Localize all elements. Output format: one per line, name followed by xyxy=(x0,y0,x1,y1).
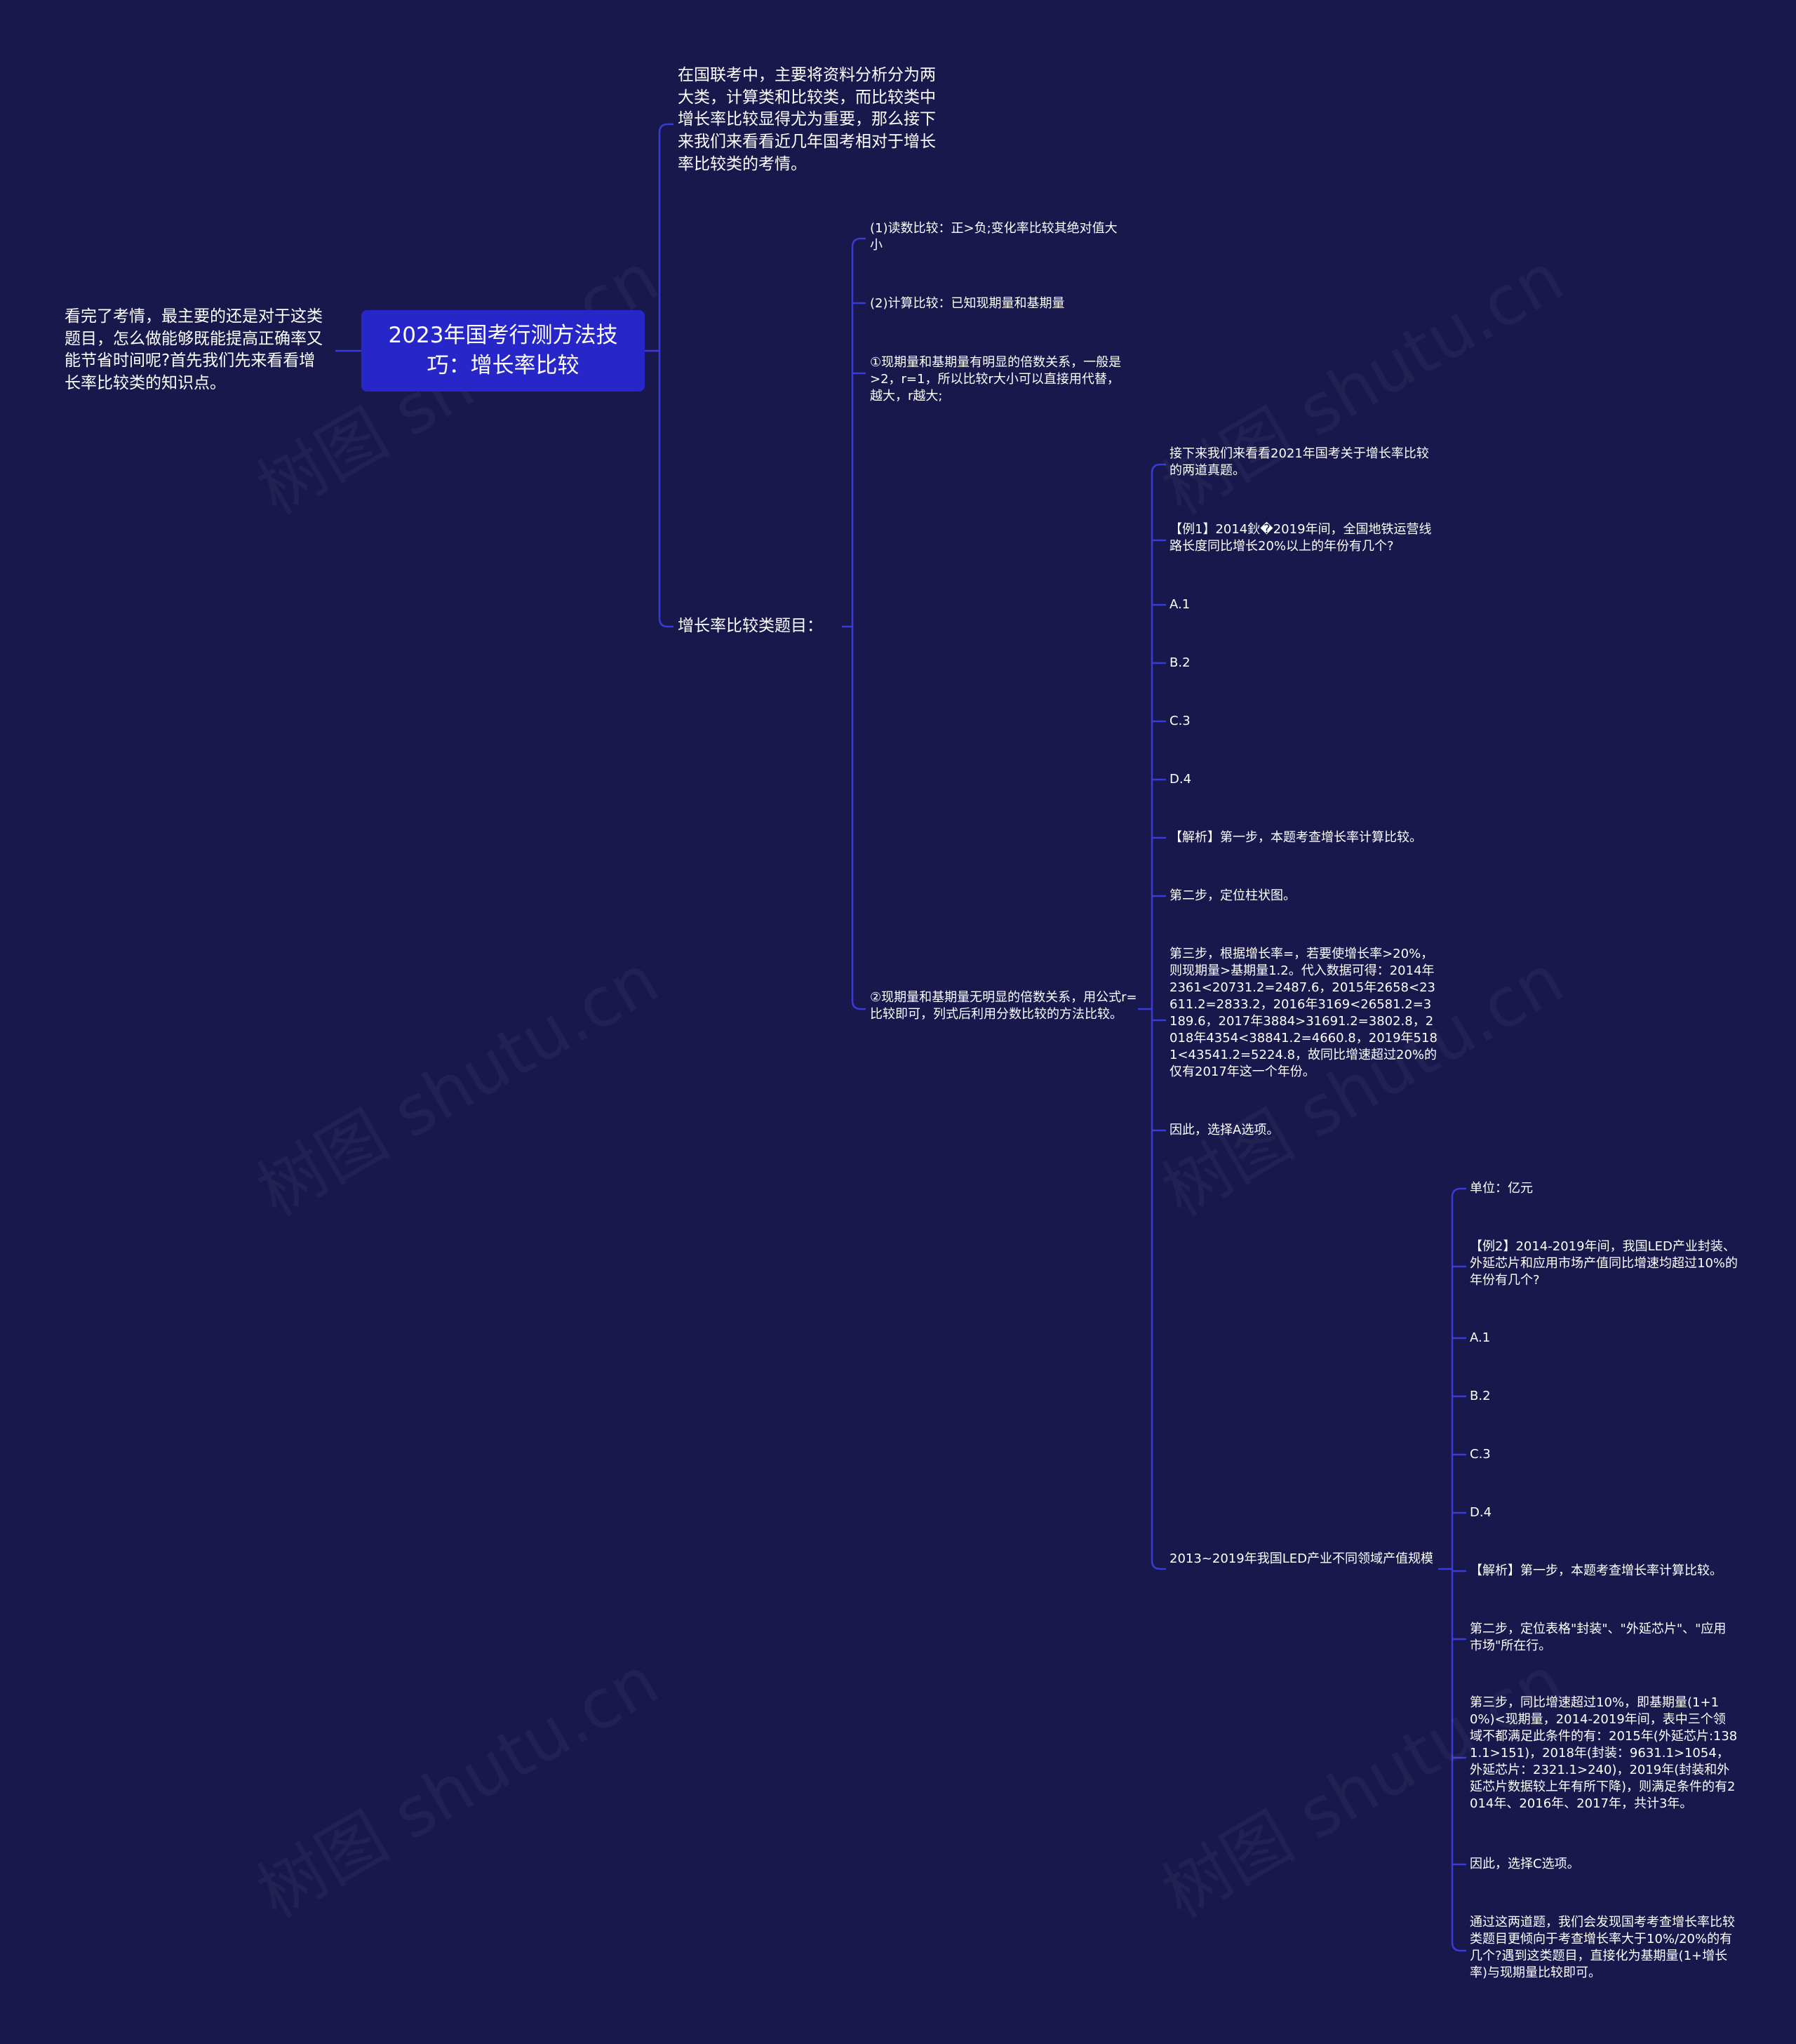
example2-unit[interactable]: 单位：亿元 xyxy=(1470,1181,1533,1196)
example1-answer[interactable]: 因此，选择A选项。 xyxy=(1170,1123,1280,1137)
example1-option[interactable]: B.2 xyxy=(1170,655,1191,670)
link-root-right-branch xyxy=(658,123,674,133)
category-node[interactable]: 增长率比较类题目： xyxy=(678,617,823,635)
left-note[interactable]: 看完了考情，最主要的还是对于这类题目，怎么做能够既能提高正确率又能节省时间呢?首… xyxy=(65,307,323,393)
link-example1-branch xyxy=(1151,463,1166,474)
example1-option[interactable]: D.4 xyxy=(1170,772,1192,787)
intro-node[interactable]: 在国联考中，主要将资料分析分为两大类，计算类和比较类，而比较类中增长率比较显得尤… xyxy=(678,66,936,173)
example1-option[interactable]: C.3 xyxy=(1170,714,1191,728)
example2-answer[interactable]: 因此，选择C选项。 xyxy=(1470,1857,1580,1871)
root-topic[interactable]: 2023年国考行测方法技巧：增长率比较 xyxy=(361,310,645,392)
example2-option[interactable]: D.4 xyxy=(1470,1505,1492,1520)
example1-step[interactable]: 接下来我们来看看2021年国考关于增长率比较的两道真题。 xyxy=(1170,446,1429,478)
example1-step3[interactable]: 第三步，根据增长率=，若要使增长率>20%，则现期量>基期量1.2。代入数据可得… xyxy=(1170,947,1438,1079)
example1-option[interactable]: A.1 xyxy=(1170,597,1191,612)
summary-node[interactable]: 通过这两道题，我们会发现国考考查增长率比较类题目更倾向于考查增长率大于10%/2… xyxy=(1470,1915,1735,1980)
link-category-branch xyxy=(851,1000,866,1010)
method-node-multiple[interactable]: ①现期量和基期量有明显的倍数关系，一般是>2，r=1，所以比较r大小可以直接用代… xyxy=(870,355,1122,403)
method-node-read[interactable]: (1)读数比较：正>负;变化率比较其绝对值大小 xyxy=(870,221,1118,253)
example2-option[interactable]: B.2 xyxy=(1470,1389,1491,1403)
method-node-formula[interactable]: ②现期量和基期量无明显的倍数关系，用公式r=比较即可，列式后利用分数比较的方法比… xyxy=(870,990,1137,1022)
link-example2-branch xyxy=(1451,1942,1466,1952)
link-category-branch xyxy=(851,237,866,248)
example2-analysis[interactable]: 【解析】第一步，本题考查增长率计算比较。 xyxy=(1470,1563,1722,1578)
example2-option[interactable]: A.1 xyxy=(1470,1330,1491,1345)
link-root-right-branch xyxy=(658,617,674,628)
example2-step3[interactable]: 第三步，同比增速超过10%，即基期量(1+10%)<现期量，2014-2019年… xyxy=(1470,1695,1738,1811)
example2-option[interactable]: C.3 xyxy=(1470,1447,1491,1462)
method-node-calc[interactable]: (2)计算比较：已知现期量和基期量 xyxy=(870,296,1065,311)
example1-question[interactable]: 【例1】2014鈥�2019年间，全国地铁运营线路长度同比增长20%以上的年份有… xyxy=(1170,522,1432,554)
example2-step2[interactable]: 第二步，定位表格"封装"、"外延芯片"、"应用市场"所在行。 xyxy=(1470,1622,1727,1653)
link-example1-branch xyxy=(1151,1560,1166,1570)
link-example2-branch xyxy=(1451,1187,1466,1198)
example2-topic[interactable]: 2013~2019年我国LED产业不同领域产值规模 xyxy=(1170,1551,1433,1566)
example1-step2[interactable]: 第二步，定位柱状图。 xyxy=(1170,888,1296,903)
example1-analysis[interactable]: 【解析】第一步，本题考查增长率计算比较。 xyxy=(1170,830,1422,845)
example2-question[interactable]: 【例2】2014-2019年间，我国LED产业封装、外延芯片和应用市场产值同比增… xyxy=(1470,1239,1738,1288)
